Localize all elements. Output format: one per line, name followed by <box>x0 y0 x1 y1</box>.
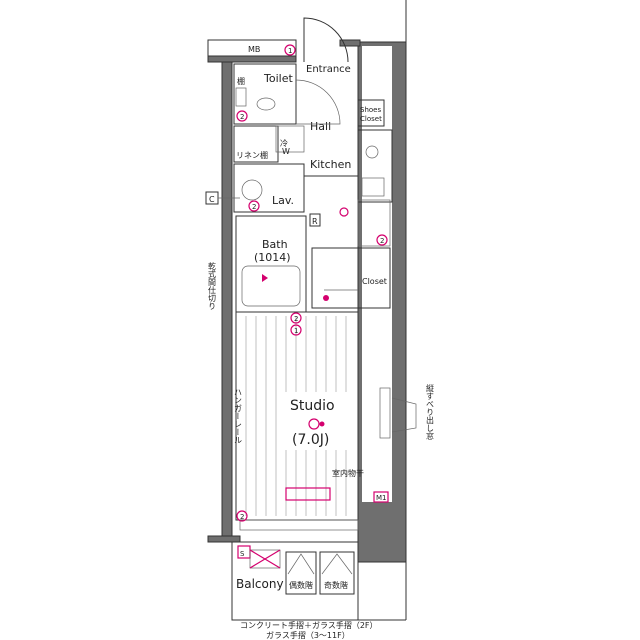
lavatory-room <box>233 163 305 213</box>
basin-icon <box>241 179 263 201</box>
bath-room <box>235 215 307 313</box>
even-floor-label: 偶数階 <box>289 580 313 590</box>
shelf-label: 棚 <box>237 76 245 86</box>
r-marker: R <box>312 217 318 226</box>
sensor-2d: 2 <box>252 203 256 211</box>
m1-marker: M1 <box>376 494 387 502</box>
odd-floor-label: 奇数階 <box>324 580 348 590</box>
bath-label: Bath <box>262 238 288 251</box>
bathtub <box>241 265 301 307</box>
hall-door[interactable] <box>295 79 341 125</box>
fridge-label: 冷 <box>280 138 288 148</box>
s-marker: S <box>240 550 245 558</box>
linen-shelf <box>233 125 279 163</box>
balcony-sash[interactable] <box>239 519 359 531</box>
c-marker: C <box>209 195 215 204</box>
hanger-rail-note: ハンガーレール <box>234 388 243 444</box>
balcony-label: Balcony <box>236 577 284 591</box>
toilet-bowl-icon <box>256 97 276 111</box>
top-hall-wall <box>339 39 361 47</box>
aircon-unit <box>285 487 331 501</box>
linen-shelf-label: リネン棚 <box>236 150 268 160</box>
toilet-tank <box>235 87 247 107</box>
evacuation-hatch-even <box>285 551 317 595</box>
bottom-left-wall <box>207 535 241 543</box>
dry-partition-note: 乾式間仕切り <box>208 261 217 310</box>
closet <box>311 247 391 309</box>
sensor-2e: 2 <box>380 237 384 245</box>
evacuation-hatch-odd <box>319 551 355 595</box>
sensor-2b: 2 <box>294 315 298 323</box>
sensor-1a: 1 <box>288 47 292 55</box>
lav-label: Lav. <box>272 194 294 207</box>
sensor-markers: 1 2 2 1 2 2 2 <box>236 44 388 522</box>
left-wall <box>221 59 233 541</box>
sliding-window-note: 縦すべり出し窓 <box>426 383 435 440</box>
bath-size-label: (1014) <box>254 251 291 264</box>
top-left-wall <box>207 55 297 63</box>
mb-box <box>207 39 297 57</box>
sliding-window[interactable] <box>379 387 391 439</box>
railing-note-line1: コンクリート手摺＋ガラス手摺（2F） <box>240 620 378 630</box>
studio-label: Studio <box>290 398 335 414</box>
washer-space <box>275 125 305 153</box>
mb-label: MB <box>248 45 260 54</box>
entrance-label: Entrance <box>306 64 351 75</box>
balcony-hatch-box <box>249 549 281 569</box>
shoes-closet-label-2: Closet <box>360 115 382 123</box>
toilet-room <box>233 63 297 125</box>
sensor-1b: 1 <box>294 327 298 335</box>
stove-burner-icon <box>365 145 379 159</box>
shoes-closet <box>357 99 385 127</box>
studio-size-label: (7.0J) <box>292 432 329 448</box>
bath-faucet-icon <box>262 274 268 282</box>
kitchen-sink <box>361 177 385 197</box>
railing-note-line2: ガラス手摺（3〜11F） <box>266 630 350 640</box>
shoes-closet-label-1: Shoes <box>360 106 381 114</box>
toilet-label: Toilet <box>263 72 293 85</box>
kitchen-counter <box>357 129 393 203</box>
balcony <box>231 541 359 621</box>
ceiling-light-icon <box>308 418 320 430</box>
drying-rack-label: 室内物干 <box>332 468 364 478</box>
hall-label: Hall <box>310 120 331 133</box>
kitchen-label: Kitchen <box>310 158 351 171</box>
entrance-door[interactable] <box>303 17 349 63</box>
washer-label: W <box>282 147 290 156</box>
sensor-2a: 2 <box>240 113 244 121</box>
sensor-2c: 2 <box>240 513 244 521</box>
closet-label: Closet <box>362 277 387 286</box>
